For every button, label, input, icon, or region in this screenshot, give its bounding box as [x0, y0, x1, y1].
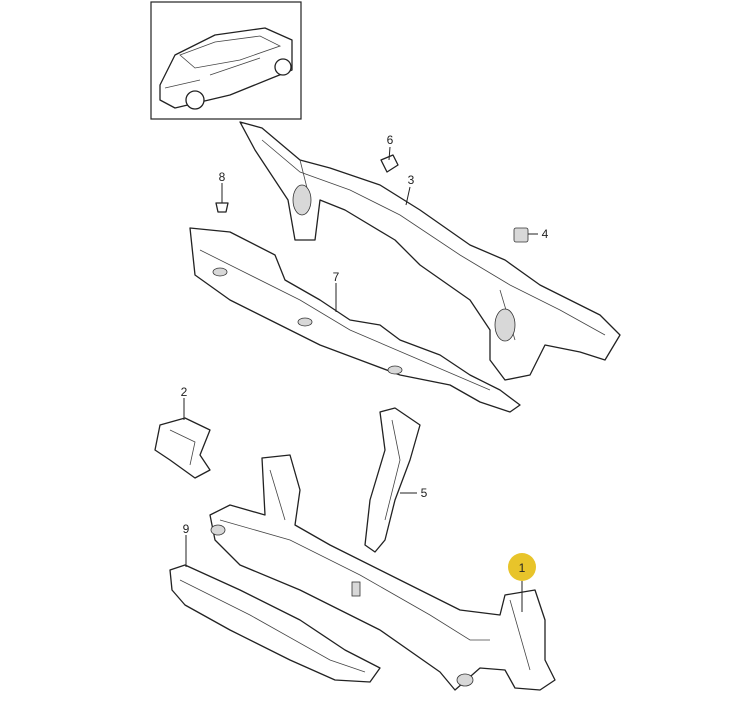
callout-6[interactable]: 6: [387, 133, 394, 147]
part-7-lower-carrier[interactable]: [189, 227, 521, 413]
callout-9[interactable]: 9: [183, 522, 190, 536]
part-9-shield[interactable]: [169, 564, 381, 683]
part-4-grommet[interactable]: [513, 227, 529, 243]
vehicle-thumbnail: [150, 1, 302, 120]
callouts: 1 2 3 4 5 6 7 8 9: [181, 133, 549, 612]
part-1-crossmember[interactable]: [209, 454, 556, 691]
part-5-strut[interactable]: [364, 407, 421, 553]
callout-4[interactable]: 4: [542, 227, 549, 241]
callout-8[interactable]: 8: [219, 170, 226, 184]
callout-2[interactable]: 2: [181, 385, 188, 399]
callout-5[interactable]: 5: [421, 486, 428, 500]
callout-1-highlight[interactable]: [508, 553, 536, 581]
part-2-bracket[interactable]: [154, 417, 211, 479]
callout-7[interactable]: 7: [333, 270, 340, 284]
callout-1[interactable]: 1: [519, 561, 526, 575]
callout-3[interactable]: 3: [408, 173, 415, 187]
part-8-bolt[interactable]: [215, 202, 229, 213]
part-3-upper-carrier[interactable]: [239, 121, 621, 381]
